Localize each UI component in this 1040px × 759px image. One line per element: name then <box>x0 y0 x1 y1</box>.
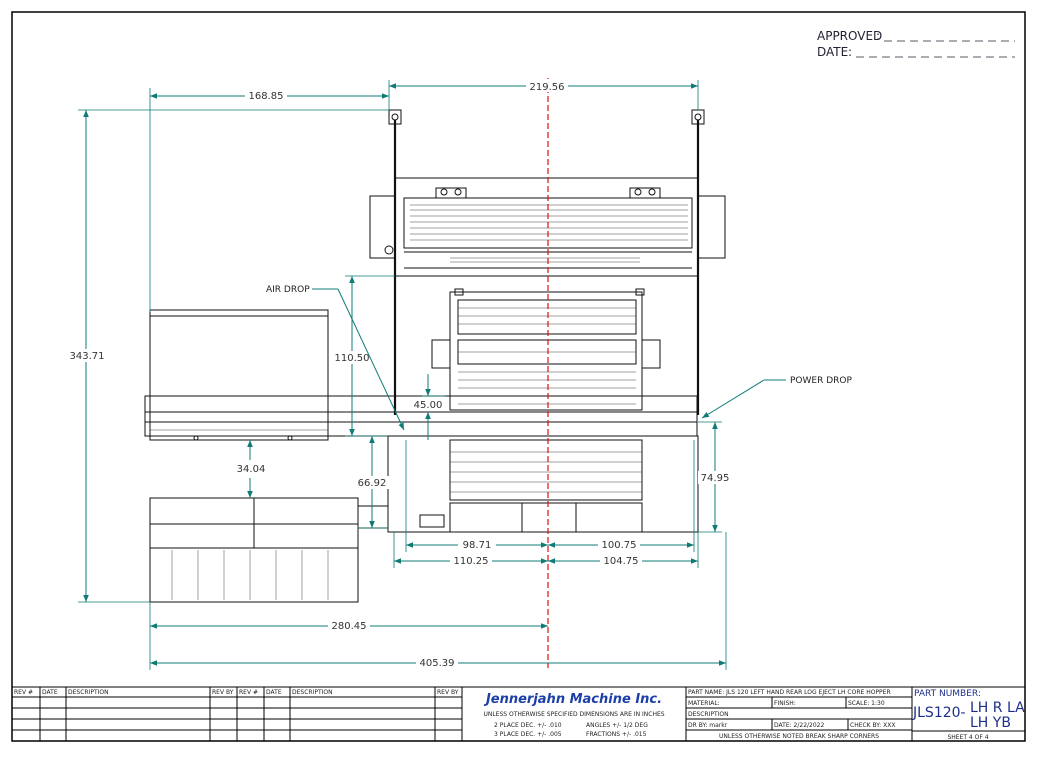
sheet-border <box>11 11 1026 742</box>
finish-label: FINISH: <box>774 700 796 707</box>
rev-header-date: DATE <box>42 689 58 696</box>
check-by: CHECK BY: XXX <box>850 722 895 729</box>
dim-34: 34.04 <box>237 464 266 475</box>
callouts: AIR DROP POWER DROP <box>266 285 852 431</box>
power-drop-label: POWER DROP <box>790 376 852 386</box>
approval-block: APPROVED : DATE : <box>817 29 1015 59</box>
dim-110-50: 110.50 <box>335 353 370 364</box>
approved-label: APPROVED <box>817 29 882 43</box>
drawing-date: DATE: 2/22/2022 <box>774 722 824 729</box>
dim-104: 104.75 <box>604 556 639 567</box>
dim-219: 219.56 <box>530 82 565 93</box>
tolerance-line-1: UNLESS OTHERWISE SPECIFIED DIMENSIONS AR… <box>483 711 664 718</box>
date-colon: : <box>848 45 852 59</box>
dim-280: 280.45 <box>332 621 367 632</box>
title-block: REV # DATE DESCRIPTION REV BY REV # DATE… <box>11 686 1026 742</box>
sheet-number: SHEET 4 OF 4 <box>947 734 988 741</box>
drawn-by: DR BY: markr <box>688 722 728 729</box>
dim-66: 66.92 <box>358 478 387 489</box>
tolerance-line-3: 3 PLACE DEC. +/- .005 <box>494 731 562 738</box>
material-label: MATERIAL: <box>688 700 720 707</box>
machine-drawing <box>144 109 726 603</box>
dim-98: 98.71 <box>463 540 492 551</box>
date-label: DATE <box>817 45 848 59</box>
rev-header-rev: REV # <box>14 689 33 696</box>
rev-header-description-2: DESCRIPTION <box>292 689 333 696</box>
rev-header-description: DESCRIPTION <box>68 689 109 696</box>
approved-colon: : <box>876 29 880 43</box>
part-number-main: JLS120- <box>912 705 966 721</box>
tolerance-angles: ANGLES +/- 1/2 DEG <box>586 722 648 729</box>
dimensions: 168.85 219.56 343.71 110.50 45.00 34.04 <box>66 79 732 670</box>
scale-label: SCALE: 1:30 <box>848 700 885 707</box>
tolerance-fractions: FRACTIONS +/- .015 <box>586 731 647 738</box>
rev-header-revby: REV BY <box>212 689 234 696</box>
dim-45: 45.00 <box>414 400 443 411</box>
part-number-label: PART NUMBER: <box>914 689 981 699</box>
company-logo-text: Jennerjahn Machine Inc. <box>483 692 662 707</box>
rev-header-rev-2: REV # <box>239 689 258 696</box>
break-corners-note: UNLESS OTHERWISE NOTED BREAK SHARP CORNE… <box>719 733 879 740</box>
air-drop-label: AIR DROP <box>266 285 310 295</box>
part-name: PART NAME: JLS 120 LEFT HAND REAR LOG EJ… <box>688 689 891 696</box>
dim-405: 405.39 <box>420 658 455 669</box>
rev-header-revby-2: REV BY <box>437 689 459 696</box>
dim-168: 168.85 <box>249 91 284 102</box>
part-number-suffix-2: LH YB <box>970 715 1011 731</box>
tolerance-line-2: 2 PLACE DEC. +/- .010 <box>494 722 562 729</box>
description-label: DESCRIPTION <box>688 711 729 718</box>
dim-343: 343.71 <box>70 351 105 362</box>
dim-110-25: 110.25 <box>454 556 489 567</box>
dim-74: 74.95 <box>701 473 730 484</box>
part-number-suffix-1: LH R LA <box>970 700 1025 716</box>
dim-100: 100.75 <box>602 540 637 551</box>
rev-header-date-2: DATE <box>266 689 282 696</box>
